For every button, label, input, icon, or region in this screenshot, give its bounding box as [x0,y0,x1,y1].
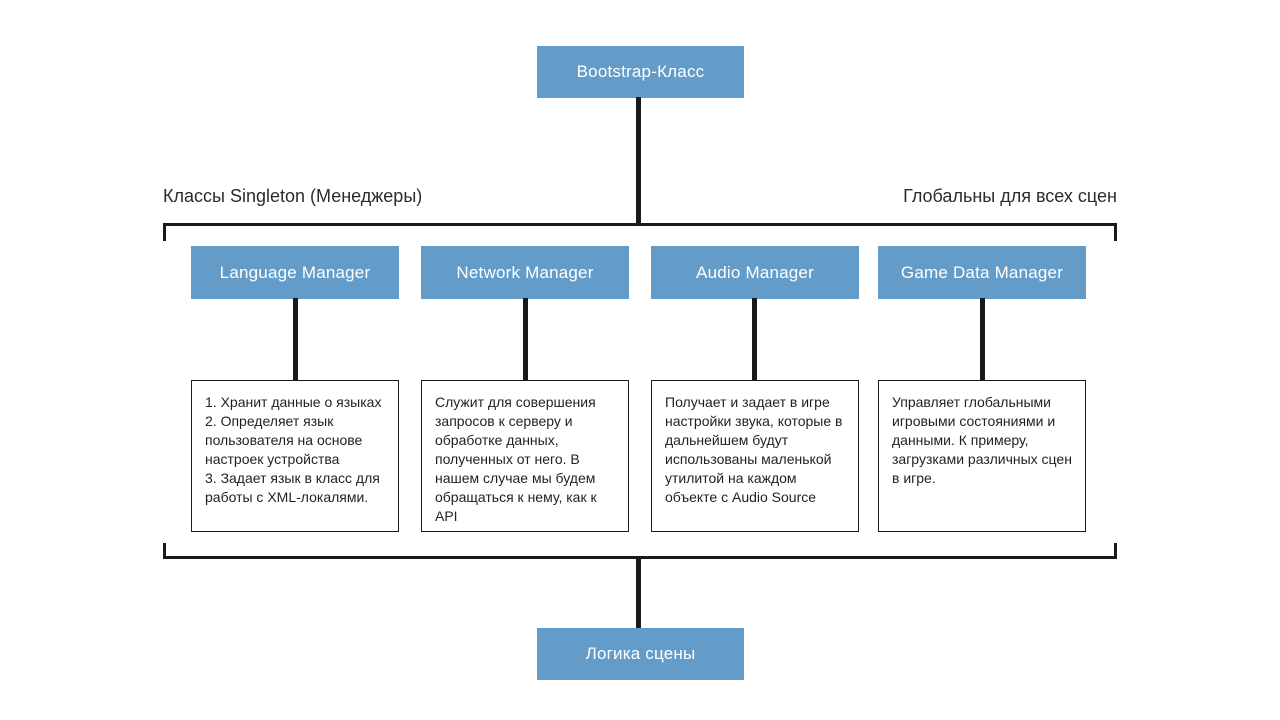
description-language-manager: 1. Хранит данные о языках 2. Определяет … [191,380,399,532]
group-label-global-scenes: Глобальны для всех сцен [903,186,1117,206]
group-label-singleton-classes: Классы Singleton (Менеджеры) [163,186,423,206]
node-audio-manager: Audio Manager [651,246,859,299]
connector-network-stem [523,298,528,382]
connector-game-data-stem [980,298,985,382]
node-bootstrap-class: Bootstrap-Класс [537,46,744,98]
connector-audio-stem [752,298,757,382]
description-network-manager: Служит для совершения запросов к серверу… [421,380,629,532]
node-scene-logic: Логика сцены [537,628,744,680]
node-language-manager: Language Manager [191,246,399,299]
node-network-manager: Network Manager [421,246,629,299]
connector-bottom-stem [636,556,641,629]
description-game-data-manager: Управляет глобальными игровыми состояния… [878,380,1086,532]
connector-language-stem [293,298,298,382]
node-game-data-manager: Game Data Manager [878,246,1086,299]
description-audio-manager: Получает и задает в игре настройки звука… [651,380,859,532]
connector-top-bracket [163,223,1117,241]
connector-root-stem [636,97,641,226]
